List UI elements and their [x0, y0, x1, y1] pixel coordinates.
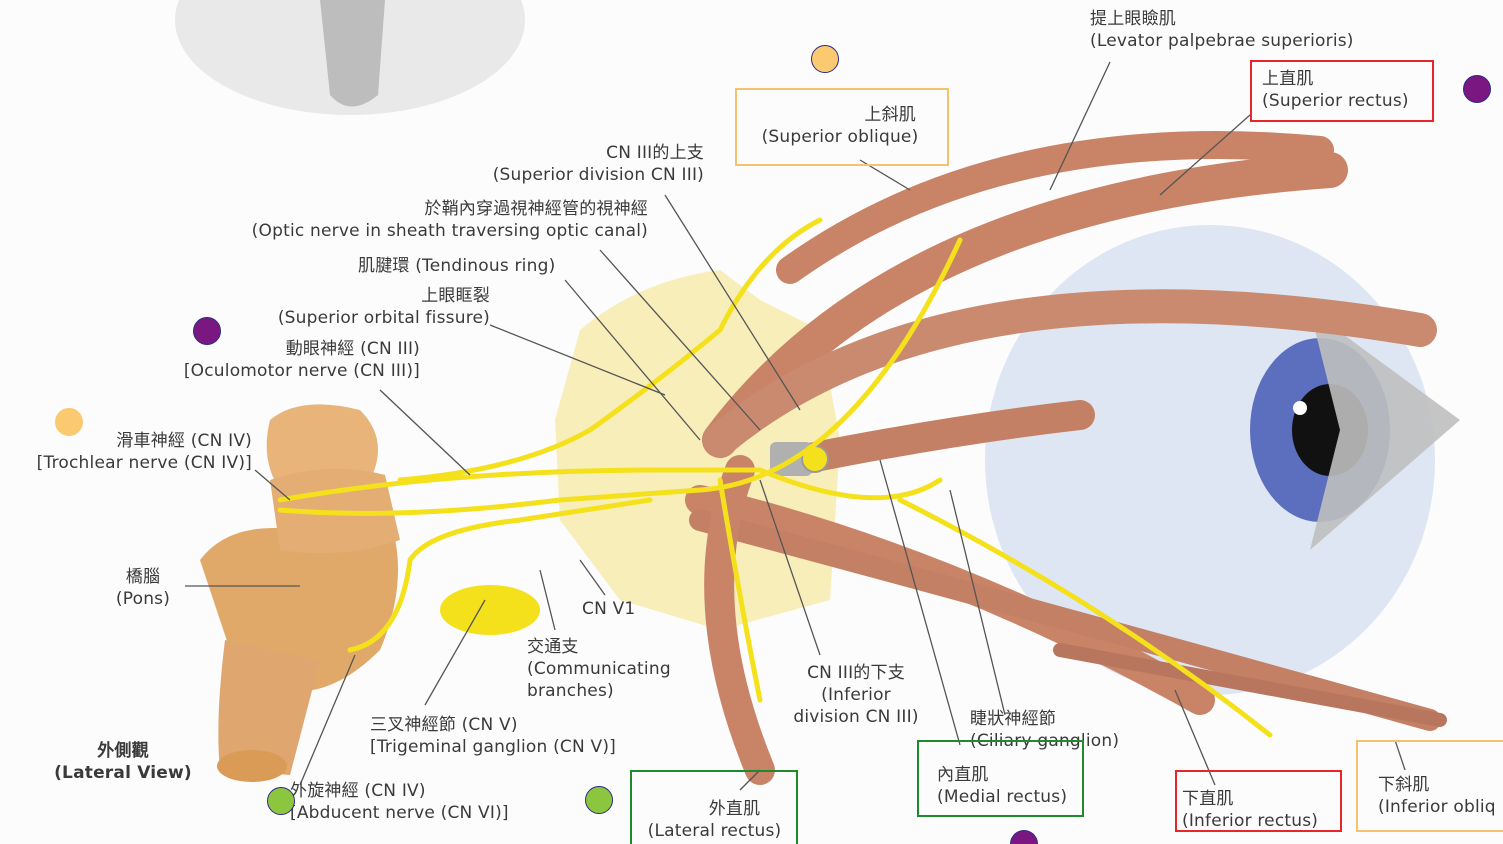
label-trigeminal: 三叉神經節 (CN V) [Trigeminal ganglion (CN V)…	[370, 714, 616, 758]
label-cn3-superior: CN III的上支 (Superior division CN III)	[440, 142, 704, 186]
label-superior-orbital-fissure: 上眼眶裂 (Superior orbital fissure)	[250, 285, 490, 329]
label-oculomotor-zh: 動眼神經 (CN III)	[150, 338, 420, 360]
label-trigeminal-en: [Trigeminal ganglion (CN V)]	[370, 736, 616, 758]
label-abducent: 外旋神經 (CN IV) [Abducent nerve (CN VI)]	[290, 780, 509, 824]
label-trochlear-zh: 滑車神經 (CN IV)	[10, 430, 252, 452]
label-superior-oblique: 上斜肌 (Superior oblique)	[750, 104, 930, 148]
label-abducent-en: [Abducent nerve (CN VI)]	[290, 802, 509, 824]
optic-canal-shape	[770, 442, 828, 476]
label-communicating: 交通支 (Communicating branches)	[527, 636, 671, 702]
label-communicating-en1: (Communicating	[527, 658, 671, 680]
label-optic-nerve: 於鞘內穿過視神經管的視神經 (Optic nerve in sheath tra…	[200, 198, 648, 242]
label-levator-en: (Levator palpebrae superioris)	[1090, 30, 1354, 52]
purple-marker-dot	[1463, 75, 1491, 103]
label-communicating-en2: branches)	[527, 680, 671, 702]
orange-marker-dot	[811, 45, 839, 73]
label-trochlear-en: [Trochlear nerve (CN IV)]	[10, 452, 252, 474]
label-superior-rectus-zh: 上直肌	[1262, 68, 1409, 90]
label-lateral-rectus-en: (Lateral rectus)	[632, 820, 797, 842]
label-inferior-rectus: 下直肌 (Inferior rectus)	[1182, 788, 1318, 832]
label-lateral-view-en: (Lateral View)	[50, 762, 196, 784]
label-levator-palpebrae: 提上眼瞼肌 (Levator palpebrae superioris)	[1090, 8, 1354, 52]
green-marker-dot	[267, 787, 295, 815]
label-sof-en: (Superior orbital fissure)	[250, 307, 490, 329]
label-optic-nerve-en: (Optic nerve in sheath traversing optic …	[200, 220, 648, 242]
label-abducent-zh: 外旋神經 (CN IV)	[290, 780, 509, 802]
label-cn3-superior-zh: CN III的上支	[440, 142, 704, 164]
label-trigeminal-zh: 三叉神經節 (CN V)	[370, 714, 616, 736]
label-lateral-rectus-zh: 外直肌	[632, 798, 797, 820]
label-cn3-inferior-en1: (Inferior	[786, 684, 926, 706]
label-optic-nerve-zh: 於鞘內穿過視神經管的視神經	[200, 198, 648, 220]
label-medial-rectus: 內直肌 (Medial rectus)	[937, 764, 1067, 808]
label-medial-rectus-en: (Medial rectus)	[937, 786, 1067, 808]
label-inferior-oblique-zh: 下斜肌	[1378, 774, 1503, 796]
label-inferior-oblique-en: (Inferior obliq	[1378, 796, 1503, 818]
label-cn3-superior-en: (Superior division CN III)	[440, 164, 704, 186]
label-cn3-inferior: CN III的下支 (Inferior division CN III)	[786, 662, 926, 728]
label-superior-rectus: 上直肌 (Superior rectus)	[1262, 68, 1409, 112]
label-tendinous-ring: 肌腱環 (Tendinous ring)	[358, 255, 555, 277]
label-superior-oblique-zh: 上斜肌	[750, 104, 930, 126]
label-levator-zh: 提上眼瞼肌	[1090, 8, 1354, 30]
label-cn3-inferior-en2: division CN III)	[786, 706, 926, 728]
label-lateral-rectus: 外直肌 (Lateral rectus)	[632, 798, 797, 842]
label-superior-oblique-en: (Superior oblique)	[750, 126, 930, 148]
label-lateral-view: 外側觀 (Lateral View)	[50, 740, 196, 784]
label-medial-rectus-zh: 內直肌	[937, 764, 1067, 786]
label-communicating-zh: 交通支	[527, 636, 671, 658]
label-inferior-rectus-en: (Inferior rectus)	[1182, 810, 1318, 832]
brain-top-shape	[175, 0, 525, 115]
label-cn3-inferior-zh: CN III的下支	[786, 662, 926, 684]
green-marker-dot	[585, 786, 613, 814]
label-oculomotor: 動眼神經 (CN III) [Oculomotor nerve (CN III)…	[150, 338, 420, 382]
label-oculomotor-en: [Oculomotor nerve (CN III)]	[150, 360, 420, 382]
label-pons: 橋腦 (Pons)	[108, 566, 178, 610]
label-ciliary-zh: 睫狀神經節	[970, 708, 1119, 730]
label-inferior-rectus-zh: 下直肌	[1182, 788, 1318, 810]
trigeminal-ganglion-shape	[440, 585, 540, 635]
orange-marker-dot	[55, 408, 83, 436]
label-trochlear: 滑車神經 (CN IV) [Trochlear nerve (CN IV)]	[10, 430, 252, 474]
label-pons-en: (Pons)	[108, 588, 178, 610]
label-inferior-oblique: 下斜肌 (Inferior obliq	[1378, 774, 1503, 818]
label-superior-rectus-en: (Superior rectus)	[1262, 90, 1409, 112]
label-lateral-view-zh: 外側觀	[50, 740, 196, 762]
label-cn-v1: CN V1	[582, 598, 635, 620]
label-pons-zh: 橋腦	[108, 566, 178, 588]
purple-marker-dot	[193, 317, 221, 345]
label-sof-zh: 上眼眶裂	[250, 285, 490, 307]
